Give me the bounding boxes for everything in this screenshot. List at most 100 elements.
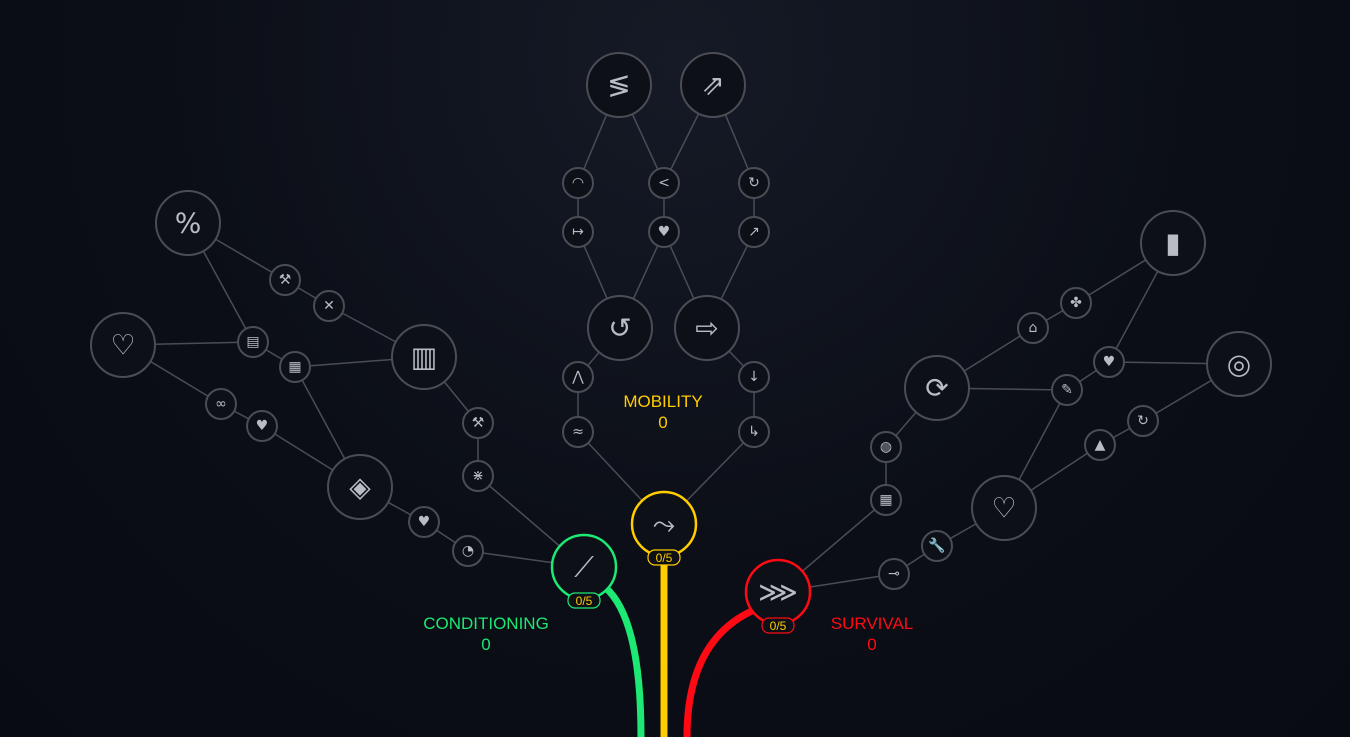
- skill-node[interactable]: ◠: [562, 167, 594, 199]
- skill-node[interactable]: ⌂: [1017, 312, 1049, 344]
- skill-node[interactable]: ⚒: [269, 264, 301, 296]
- wavy-arrow-icon: ⤳: [653, 508, 675, 541]
- survival-points: 0: [867, 635, 877, 654]
- skill-icon: ▥: [411, 341, 437, 374]
- skill-node[interactable]: ⋀: [562, 361, 594, 393]
- skill-icon: %: [175, 207, 202, 240]
- mobility-root-node[interactable]: ⤳ 0/5: [630, 490, 698, 566]
- skill-icon: ≶: [607, 69, 630, 102]
- skill-icon: ⇗: [701, 69, 724, 102]
- conditioning-progress-badge: [567, 592, 601, 609]
- survival-label: SURVIVAL 0: [831, 613, 914, 655]
- skill-node[interactable]: ≶: [586, 52, 652, 118]
- skill-node[interactable]: ✤: [1060, 287, 1092, 319]
- skill-node[interactable]: ↺: [587, 295, 653, 361]
- skill-node[interactable]: ≈: [562, 416, 594, 448]
- skill-icon: ▦: [288, 359, 301, 375]
- skill-node[interactable]: ▤: [237, 326, 269, 358]
- conditioning-title: CONDITIONING: [423, 614, 549, 633]
- skill-node[interactable]: ▦: [870, 484, 902, 516]
- skill-node[interactable]: ↦: [562, 216, 594, 248]
- skill-node[interactable]: ∞: [205, 388, 237, 420]
- skill-node[interactable]: ▲: [1084, 429, 1116, 461]
- skill-icon: ◍: [880, 439, 892, 455]
- skill-node[interactable]: ↻: [738, 167, 770, 199]
- skill-icon: ↻: [1137, 413, 1149, 429]
- mobility-progress-text: 0/5: [656, 551, 673, 565]
- skill-icon: ▤: [246, 334, 259, 350]
- skill-node[interactable]: ◍: [870, 431, 902, 463]
- skill-node[interactable]: ▥: [391, 324, 457, 390]
- skill-node[interactable]: ⟳: [904, 355, 970, 421]
- skill-icon: ♥: [256, 418, 269, 434]
- skill-icon: ⚒: [472, 415, 485, 431]
- feather-icon: ⟋: [574, 551, 594, 584]
- skill-node[interactable]: ⇨: [674, 295, 740, 361]
- conditioning-root-node[interactable]: ⟋0/5: [550, 533, 618, 609]
- survival-progress-text: 0/5: [770, 619, 787, 633]
- conditioning-points: 0: [481, 635, 491, 654]
- skill-icon: ✕: [323, 298, 335, 314]
- skill-node[interactable]: ♥: [648, 216, 680, 248]
- mobility-progress-badge: [647, 549, 681, 566]
- skill-icon: 🔧: [928, 536, 945, 554]
- skill-icon: ▮: [1165, 227, 1180, 260]
- skill-icon: ≈: [572, 424, 584, 440]
- mobility-title: MOBILITY: [623, 392, 703, 411]
- skill-node[interactable]: ↓: [738, 361, 770, 393]
- skill-icon: ◈: [349, 471, 371, 504]
- survival-progress-badge: [761, 617, 795, 634]
- skill-node[interactable]: <: [648, 167, 680, 199]
- skill-icon: ◠: [572, 175, 584, 191]
- skill-icon: ♡: [991, 492, 1016, 525]
- skill-icon: ↻: [748, 175, 760, 191]
- skill-node[interactable]: ↳: [738, 416, 770, 448]
- skill-icon: <: [658, 175, 670, 191]
- triple-chevron-arrow-icon: ⋙: [758, 576, 798, 609]
- skill-icon: ✤: [1070, 295, 1082, 311]
- survival-branch-line: [683, 606, 756, 737]
- skill-node[interactable]: ♥: [408, 506, 440, 538]
- skill-node[interactable]: ◔: [452, 535, 484, 567]
- skill-icon: ↗: [748, 224, 760, 240]
- skill-node[interactable]: ↗: [738, 216, 770, 248]
- skill-node[interactable]: 🔧: [921, 530, 953, 562]
- skill-node[interactable]: ⇗: [680, 52, 746, 118]
- conditioning-label: CONDITIONING 0: [423, 613, 549, 655]
- skill-node[interactable]: %: [155, 190, 221, 256]
- skill-node[interactable]: ↻: [1127, 405, 1159, 437]
- skill-node[interactable]: ✎: [1051, 374, 1083, 406]
- skill-node[interactable]: ♡: [90, 312, 156, 378]
- skill-node[interactable]: ◈: [327, 454, 393, 520]
- skill-node[interactable]: ♥: [1093, 346, 1125, 378]
- skill-node[interactable]: ◎: [1206, 331, 1272, 397]
- skill-icon: ⊸: [888, 566, 900, 582]
- mobility-label: MOBILITY 0: [623, 391, 702, 433]
- skill-node[interactable]: ♥: [246, 410, 278, 442]
- survival-root-node[interactable]: ⋙ 0/5: [744, 558, 812, 634]
- skill-icon: ↺: [608, 312, 631, 345]
- skill-node[interactable]: ⚒: [462, 407, 494, 439]
- skill-icon: ♥: [658, 224, 671, 240]
- skill-icon: ∞: [215, 396, 227, 412]
- skill-icon: ↓: [748, 369, 760, 385]
- skill-icon: ✎: [1061, 382, 1073, 398]
- conditioning-branch-line: [603, 585, 645, 737]
- skill-icon: ♥: [418, 514, 431, 530]
- skill-icon: ↦: [572, 224, 584, 240]
- mobility-points: 0: [658, 413, 668, 432]
- skill-icon: ↳: [748, 424, 760, 440]
- skill-icon: ⇨: [695, 312, 718, 345]
- skill-node[interactable]: ▦: [279, 351, 311, 383]
- skill-icon: ▦: [879, 492, 892, 508]
- skill-node[interactable]: ▮: [1140, 210, 1206, 276]
- skill-icon: ⚒: [279, 272, 292, 288]
- skill-icon: ◎: [1227, 348, 1251, 381]
- skill-node[interactable]: ♡: [971, 475, 1037, 541]
- skill-node[interactable]: ✕: [313, 290, 345, 322]
- skill-node[interactable]: ⊸: [878, 558, 910, 590]
- skill-icon: ⌂: [1029, 320, 1038, 336]
- skill-icon: ▲: [1095, 437, 1106, 453]
- skill-node[interactable]: ⋇: [462, 460, 494, 492]
